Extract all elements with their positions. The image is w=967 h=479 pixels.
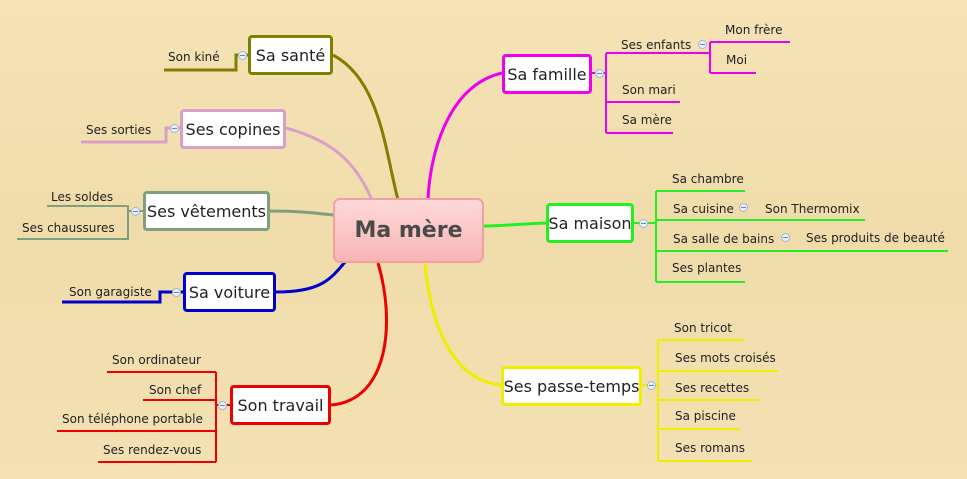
collapse-toggle-icon[interactable] [639,219,648,228]
collapse-toggle-icon[interactable] [781,233,790,242]
leaf-son-thermomix[interactable]: Son Thermomix [765,202,860,216]
leaf-son-mari[interactable]: Son mari [622,83,676,97]
topic-son-travail[interactable]: Son travail [230,385,331,425]
collapse-toggle-icon[interactable] [238,51,247,60]
leaf-sa-salle-de-bains[interactable]: Sa salle de bains [673,232,775,246]
leaf-ses-chaussures[interactable]: Ses chaussures [22,221,115,235]
leaf-son-garagiste[interactable]: Son garagiste [69,285,152,299]
connector-copines [285,126,374,201]
leaf-son-kine[interactable]: Son kiné [168,50,220,64]
leaf-ses-plantes[interactable]: Ses plantes [672,261,742,275]
leaf-son-ordinateur[interactable]: Son ordinateur [112,353,201,367]
collapse-toggle-icon[interactable] [647,381,656,390]
leaf-ses-romans[interactable]: Ses romans [675,441,745,455]
collapse-toggle-icon[interactable] [170,124,179,133]
connector-vetements [269,209,334,217]
collapse-toggle-icon[interactable] [172,288,181,297]
central-topic[interactable]: Ma mère [333,198,484,263]
leaf-son-tricot[interactable]: Son tricot [674,321,732,335]
topic-ses-passe-temps[interactable]: Ses passe-temps [501,366,642,406]
connector-travail [330,262,388,407]
topic-ses-vetements[interactable]: Ses vêtements [143,191,270,231]
leaf-sa-piscine[interactable]: Sa piscine [675,409,736,423]
leaf-son-telephone-portable[interactable]: Son téléphone portable [62,412,203,426]
connector-voiture [275,261,347,294]
topic-sa-sante[interactable]: Sa santé [248,35,333,75]
leaf-sa-mere[interactable]: Sa mère [622,113,672,127]
leaf-sa-chambre[interactable]: Sa chambre [672,172,744,186]
leaf-ses-recettes[interactable]: Ses recettes [675,381,750,395]
leaf-son-chef[interactable]: Son chef [149,383,202,397]
topic-sa-voiture[interactable]: Sa voiture [183,272,276,312]
topic-sa-maison[interactable]: Sa maison [546,203,634,243]
leaf-ses-rendez-vous[interactable]: Ses rendez-vous [103,443,202,457]
connector-maison [483,221,547,228]
connector-sante [332,53,400,201]
collapse-toggle-icon[interactable] [698,40,707,49]
connector-famille [426,71,503,201]
connector-passe [423,262,502,387]
leaf-ses-enfants[interactable]: Ses enfants [621,38,692,52]
leaf-ses-produits-de-beaute[interactable]: Ses produits de beauté [806,231,945,245]
collapse-toggle-icon[interactable] [595,69,604,78]
collapse-toggle-icon[interactable] [131,207,140,216]
leaf-ses-sorties[interactable]: Ses sorties [86,123,152,137]
topic-ses-copines[interactable]: Ses copines [180,109,286,149]
leaf-mon-frere[interactable]: Mon frère [725,23,783,37]
topic-sa-famille[interactable]: Sa famille [502,54,592,94]
leaf-moi[interactable]: Moi [726,53,748,67]
leaf-les-soldes[interactable]: Les soldes [51,190,114,204]
leaf-ses-mots-croises[interactable]: Ses mots croisés [675,351,776,365]
leaf-sa-cuisine[interactable]: Sa cuisine [673,202,734,216]
collapse-toggle-icon[interactable] [739,203,748,212]
collapse-toggle-icon[interactable] [218,401,227,410]
